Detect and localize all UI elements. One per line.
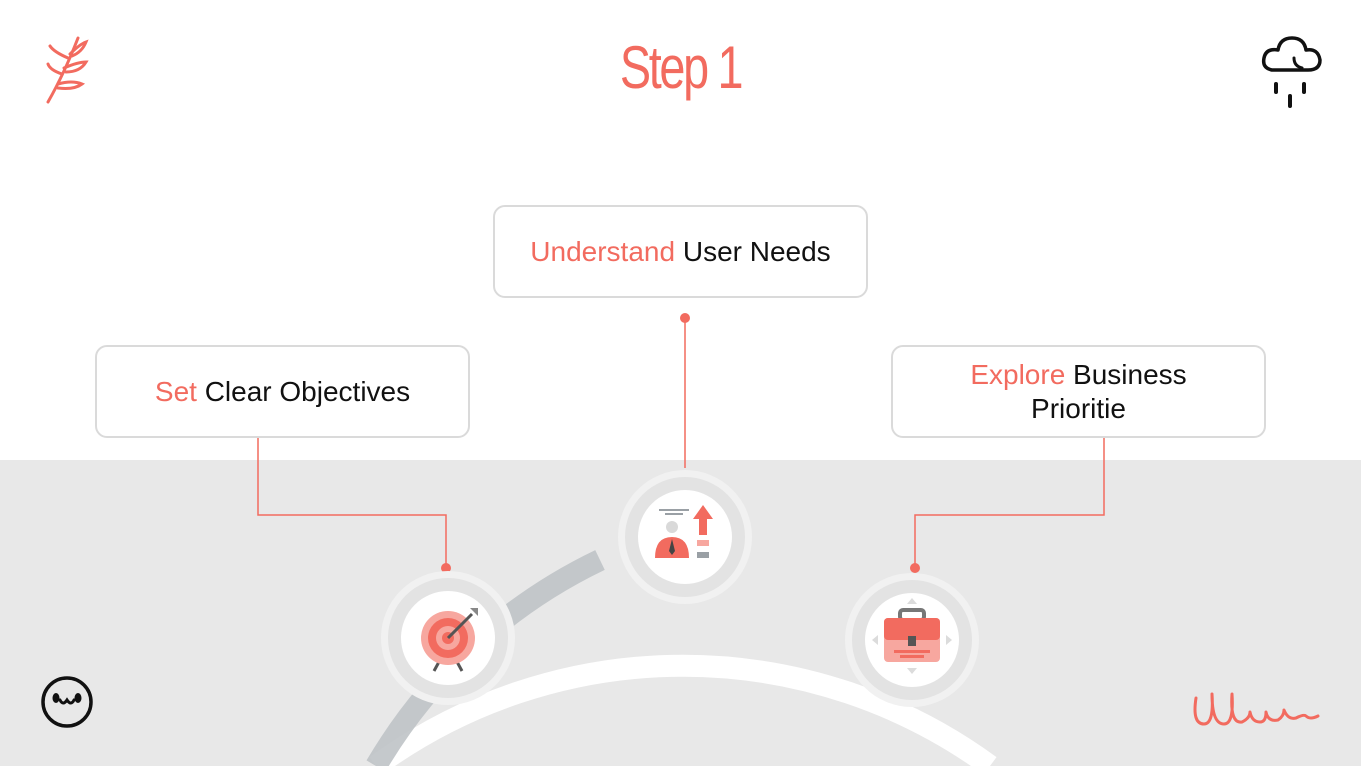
step-card-label: Set Clear Objectives	[155, 375, 410, 409]
user-growth-icon	[655, 505, 713, 558]
step-card-user-needs: Understand User Needs	[493, 205, 868, 298]
step-rest-text: User Needs	[682, 235, 831, 267]
node-right	[845, 573, 979, 707]
connector-left	[257, 438, 447, 568]
step-accent-word: Set	[154, 375, 197, 407]
arc-track	[369, 654, 997, 766]
node-mid	[618, 470, 752, 604]
page-title: Step 1	[619, 34, 744, 101]
step-rest-text: Clear Objectives	[204, 375, 411, 407]
connector-mid-dot	[680, 313, 690, 323]
rain-cloud-icon	[1261, 36, 1322, 108]
connector-left-dot	[441, 563, 451, 573]
step-accent-word: Explore	[970, 358, 1066, 390]
squiggle-doodle-icon	[1193, 692, 1320, 726]
connector-right-dot	[910, 563, 920, 573]
connector-right	[914, 438, 1105, 568]
briefcase-icon	[872, 598, 952, 674]
step-card-business-priorities: Explore Business Prioritie	[891, 345, 1266, 438]
step-card-label: Explore Business Prioritie	[959, 358, 1199, 426]
smiley-face-icon	[41, 676, 93, 728]
step-card-set-objectives: Set Clear Objectives	[95, 345, 470, 438]
node-left	[381, 571, 515, 705]
step-rest-text: Business Prioritie	[1031, 358, 1187, 424]
step-accent-word: Understand	[530, 235, 676, 267]
target-icon	[421, 608, 478, 672]
step-card-label: Understand User Needs	[530, 235, 830, 269]
leaf-doodle-icon	[46, 36, 89, 104]
